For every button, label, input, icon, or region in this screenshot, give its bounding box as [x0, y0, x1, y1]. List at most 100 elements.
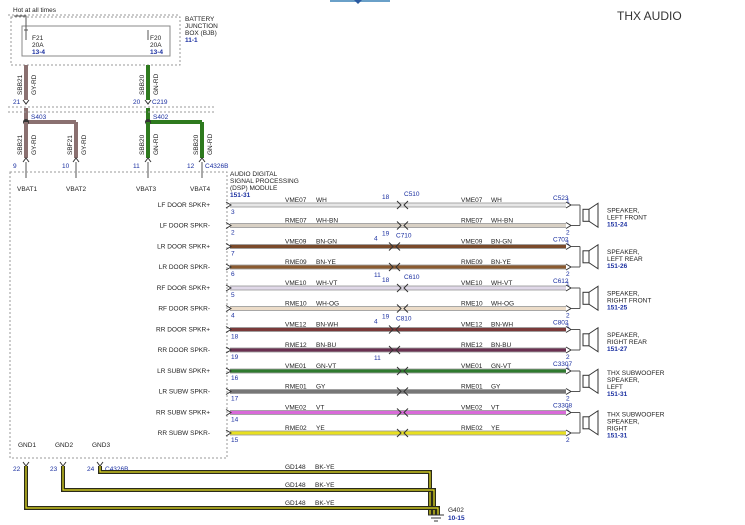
inline-arrow2-2	[395, 242, 401, 251]
circuit-b-5: RME10	[461, 301, 483, 308]
fuse-f20-ref: 13-4	[150, 49, 163, 56]
circuit-b-6: VME12	[461, 322, 483, 329]
svg-text:10: 10	[62, 163, 70, 170]
fuse-f21-ref: 13-4	[32, 49, 45, 56]
speaker-coil-1	[582, 250, 590, 264]
color-b-10: VT	[491, 405, 499, 412]
ground-g402-ref: 10-15	[448, 515, 465, 522]
color-a-5: WH-OG	[316, 301, 339, 308]
svg-text:SBF21: SBF21	[67, 135, 74, 155]
pin-21: 21	[13, 99, 21, 106]
inline-arrow2-0	[403, 200, 409, 210]
inline-pin-4: 18	[382, 277, 390, 284]
bjb-output-wires: SBB21 GY-RD SBB20 GN-RD 21 20 C219	[8, 65, 215, 122]
circuit-b-11: RME02	[461, 425, 483, 432]
circuit-b-0: VME07	[461, 197, 483, 204]
spk-pin-4: 1	[566, 281, 570, 288]
svg-text:(DSP) MODULE: (DSP) MODULE	[230, 185, 278, 192]
speaker-name-0-0: SPEAKER,	[607, 207, 640, 214]
color-b-5: WH-OG	[491, 301, 514, 308]
circuit-b-3: RME09	[461, 259, 483, 266]
svg-text:SBB21: SBB21	[17, 134, 24, 155]
color-b-7: BN-BU	[491, 342, 512, 349]
svg-text:GN-RD: GN-RD	[153, 133, 160, 155]
spk-pin-11: 2	[566, 437, 570, 444]
svg-text:GY-RD: GY-RD	[81, 134, 88, 155]
channel-pin-8: 16	[231, 375, 239, 382]
channel-label-10: RR SUBW SPKR+	[156, 410, 210, 417]
svg-text:VBAT2: VBAT2	[66, 186, 86, 193]
svg-text:C4326B: C4326B	[105, 466, 129, 473]
color-b-9: GY	[491, 384, 501, 391]
circuit-a-0: VME07	[285, 197, 307, 204]
svg-text:VBAT4: VBAT4	[190, 186, 210, 193]
spk-conn-8: C3307	[553, 361, 573, 368]
svg-text:GD148: GD148	[285, 464, 306, 471]
spk-conn-4: C612	[553, 278, 569, 285]
circuit-a-1: RME07	[285, 218, 307, 225]
circuit-a-5: RME10	[285, 301, 307, 308]
spk-pin-3: 2	[566, 271, 570, 278]
inline-pin-0: 18	[382, 194, 390, 201]
channel-label-9: LR SUBW SPKR-	[159, 389, 210, 396]
inline-arrow2-5	[403, 304, 409, 313]
channel-label-7: RR DOOR SPKR-	[158, 347, 210, 354]
speaker-name-0-1: LEFT FRONT	[607, 214, 647, 221]
svg-text:24: 24	[87, 466, 95, 473]
spk-pin-5: 2	[566, 313, 570, 320]
svg-text:C4326B: C4326B	[205, 163, 229, 170]
inline-pin-2: 4	[374, 236, 378, 243]
top-marker	[330, 0, 390, 4]
channel-pin-5: 4	[231, 313, 235, 320]
svg-text:9: 9	[13, 163, 17, 170]
spk-conn-2: C702	[553, 237, 569, 244]
color-a-3: BN-YE	[316, 259, 337, 266]
color-a-4: WH-VT	[316, 280, 337, 287]
channel-label-6: RR DOOR SPKR+	[156, 327, 210, 334]
inline-conn-4: C610	[404, 274, 420, 281]
spk-arrow-3	[565, 263, 572, 271]
speaker-name-3-1: RIGHT REAR	[607, 339, 647, 346]
speaker-cone-5	[588, 409, 599, 436]
spk-conn-10: C3308	[553, 403, 573, 410]
channel-label-3: LR DOOR SPKR-	[159, 264, 210, 271]
circuit-a-6: VME12	[285, 322, 307, 329]
channel-arrow-1	[225, 222, 232, 229]
spk-arrow-11	[565, 429, 572, 437]
circuit-a-4: VME10	[285, 280, 307, 287]
diagram-title: THX AUDIO	[617, 9, 682, 23]
speaker-name-1-1: LEFT REAR	[607, 256, 643, 263]
color-a-10: VT	[316, 405, 324, 412]
speaker-coil-2	[582, 291, 590, 305]
dsp-module-ref: 151-31	[230, 192, 251, 199]
spk-pin-6: 1	[566, 323, 570, 330]
spk-pin-1: 2	[566, 230, 570, 237]
inline-arrow-3	[388, 262, 394, 272]
fuse-f21-rating: 20A	[32, 42, 44, 49]
supply-wire-labels: SBB21 GY-RD SBF21 GY-RD SBB20 GN-RD SBB2…	[13, 133, 229, 178]
bjb-name-1: BATTERY	[185, 16, 215, 23]
speaker-coil-3	[582, 333, 590, 347]
speaker-cone-1	[588, 243, 599, 270]
channel-arrow-0	[225, 201, 232, 209]
color-b-8: GN-VT	[491, 363, 511, 370]
bjb-ref: 11-1	[185, 37, 198, 44]
svg-text:S402: S402	[153, 114, 169, 121]
color-a-2: BN-GN	[316, 239, 337, 246]
channel-pin-4: 5	[231, 292, 235, 299]
circuit-a-9: RME01	[285, 384, 307, 391]
wire-sbb21-circuit: SBB21	[17, 74, 24, 95]
svg-text:VBAT1: VBAT1	[17, 186, 37, 193]
inline-arrow-7	[388, 345, 394, 355]
svg-text:BK-YE: BK-YE	[315, 482, 335, 489]
circuit-a-11: RME02	[285, 425, 307, 432]
svg-text:12: 12	[187, 163, 195, 170]
color-a-11: YE	[316, 425, 325, 432]
